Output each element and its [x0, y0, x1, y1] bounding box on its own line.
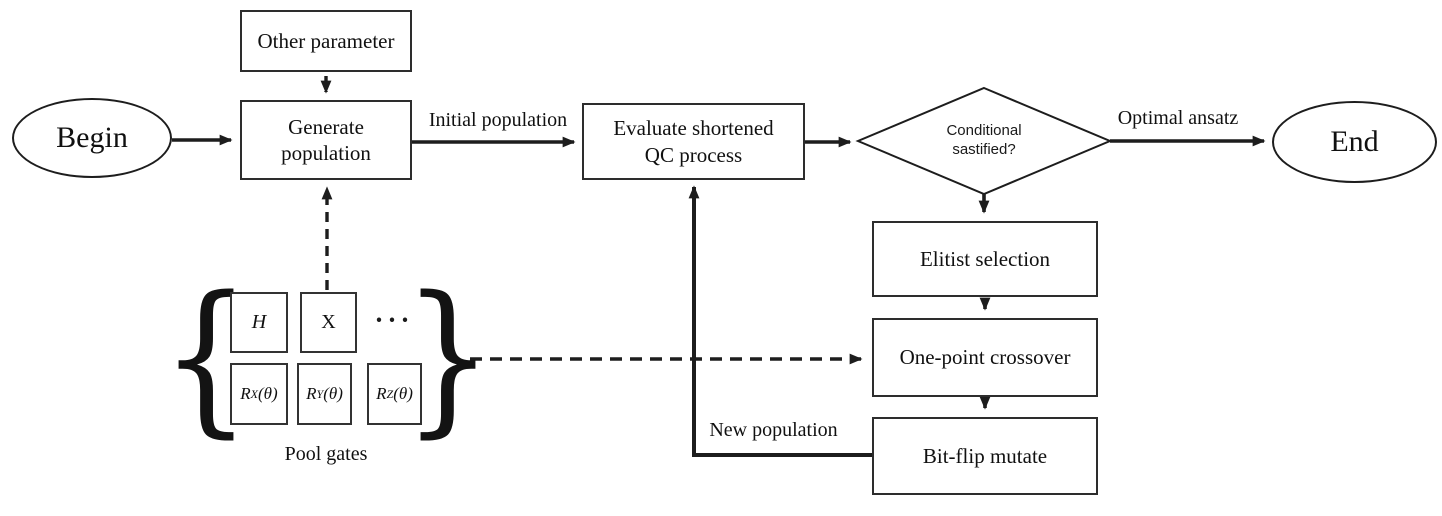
gate-rz-sub: Z	[386, 386, 394, 401]
elitist-selection-box: Elitist selection	[872, 221, 1098, 297]
bit-flip-mutate-label: Bit-flip mutate	[922, 443, 1048, 468]
end-label: End	[1330, 125, 1379, 159]
pool-gates-caption: Pool gates	[284, 443, 368, 465]
decision-label: Conditional sastified?	[946, 122, 1022, 158]
gate-x-label: X	[321, 311, 336, 333]
gate-ry-arg: (θ)	[323, 384, 343, 403]
new-population-edge-label: New population	[709, 419, 838, 441]
one-point-crossover-box: One-point crossover	[872, 318, 1098, 397]
evaluate-qc-box: Evaluate shortened QC process	[582, 103, 805, 180]
bit-flip-mutate-box: Bit-flip mutate	[872, 417, 1098, 495]
gate-ry-sub: Y	[316, 386, 324, 401]
evaluate-qc-label: Evaluate shortened QC process	[613, 116, 774, 167]
optimal-ansatz-edge-label: Optimal ansatz	[1117, 107, 1239, 129]
pool-left-brace: {	[160, 261, 252, 454]
gate-h-label: H	[251, 311, 267, 333]
gate-rx-sub: X	[250, 386, 259, 401]
decision-diamond	[855, 86, 1113, 196]
other-parameter-label: Other parameter	[257, 28, 395, 53]
gate-rx-base: R	[240, 384, 251, 403]
initial-population-edge-label: Initial population	[428, 109, 568, 131]
pool-ellipsis: ···	[374, 304, 414, 335]
elitist-selection-label: Elitist selection	[919, 246, 1051, 271]
generate-population-label: Generate population	[281, 114, 371, 165]
begin-label: Begin	[56, 121, 128, 155]
pool-right-brace: }	[402, 261, 494, 454]
gate-rz-base: R	[376, 384, 387, 403]
one-point-crossover-label: One-point crossover	[899, 345, 1071, 370]
begin-terminal: Begin	[12, 98, 172, 178]
other-parameter-box: Other parameter	[240, 10, 412, 72]
gate-rz-arg: (θ)	[393, 384, 413, 403]
gate-rx-arg: (θ)	[258, 384, 278, 403]
gate-ry-base: R	[306, 384, 317, 403]
edge-mutate-to-evaluate-feedback	[688, 185, 872, 457]
generate-population-box: Generate population	[240, 100, 412, 180]
gate-x-box: X	[300, 292, 357, 353]
gate-h-box: H	[230, 292, 288, 353]
end-terminal: End	[1272, 101, 1437, 183]
